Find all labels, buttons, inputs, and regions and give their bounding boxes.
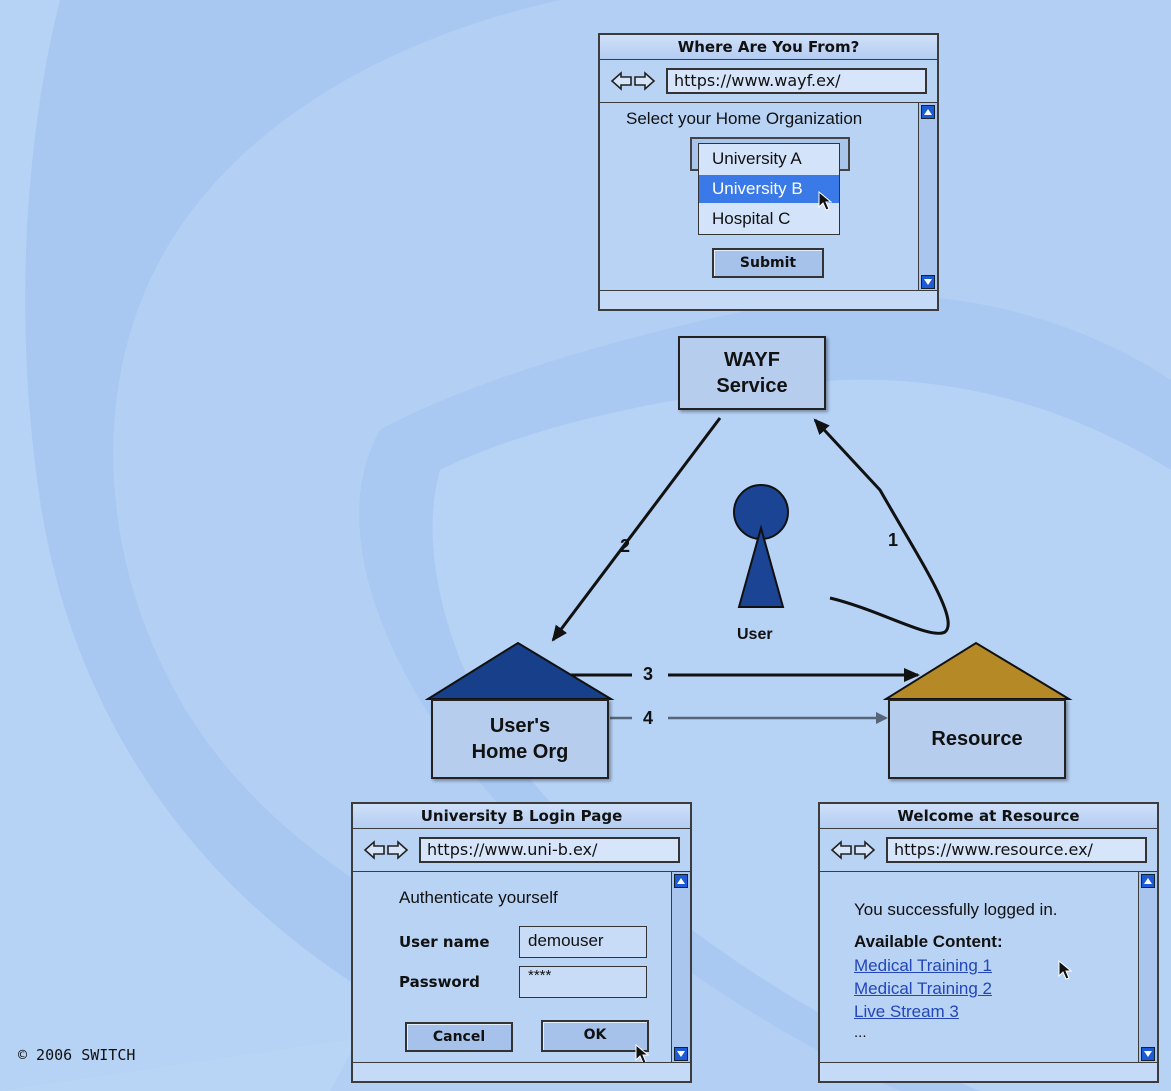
resource-scrollbar[interactable]	[1138, 872, 1157, 1063]
content-link-1[interactable]: Medical Training 1	[854, 956, 992, 975]
option-university-b: University B	[712, 179, 803, 198]
login-status-bar	[353, 1062, 690, 1081]
cancel-button[interactable]: Cancel	[405, 1022, 513, 1052]
step-label-4: 4	[643, 708, 654, 728]
home-org-prompt: Select your Home Organization	[626, 109, 863, 128]
wayf-scrollbar[interactable]	[918, 103, 937, 291]
ok-button[interactable]: OK	[541, 1020, 649, 1052]
step-label-1: 1	[888, 530, 899, 550]
content-link-3[interactable]: Live Stream 3	[854, 1002, 959, 1021]
step-label-3: 3	[643, 664, 654, 684]
wayf-browser-window: Where Are You From? https://www.wayf.ex/…	[598, 33, 939, 311]
resource-node: Resource	[888, 699, 1066, 779]
resource-roof	[883, 641, 1073, 700]
username-input[interactable]: demouser	[519, 926, 647, 958]
home-org-roof	[425, 641, 615, 700]
mouse-cursor-icon	[635, 1044, 649, 1064]
authenticate-heading: Authenticate yourself	[399, 888, 558, 907]
resource-browser-window: Welcome at Resource https://www.resource…	[818, 802, 1159, 1083]
option-university-b-highlight[interactable]: University B	[699, 175, 839, 203]
wayf-url-field[interactable]: https://www.wayf.ex/	[666, 68, 927, 94]
login-page-content: Authenticate yourself User name demouser…	[353, 872, 690, 1064]
content-link-2[interactable]: Medical Training 2	[854, 979, 992, 998]
step-label-2: 2	[620, 536, 631, 556]
option-hospital-c[interactable]: Hospital C	[712, 209, 791, 228]
scroll-up-icon[interactable]	[1141, 874, 1155, 888]
scroll-up-icon[interactable]	[674, 874, 688, 888]
option-university-a[interactable]: University A	[712, 149, 802, 168]
available-content-heading: Available Content:	[854, 932, 1003, 951]
back-forward-arrows-icon[interactable]	[363, 839, 409, 861]
username-label: User name	[399, 933, 490, 951]
arrow-step-1	[813, 418, 950, 635]
login-success-message: You successfully logged in.	[854, 900, 1058, 919]
mouse-cursor-icon	[1058, 960, 1072, 980]
submit-button[interactable]: Submit	[712, 248, 824, 278]
login-nav-bar: https://www.uni-b.ex/	[353, 829, 690, 872]
password-input[interactable]: ****	[519, 966, 647, 998]
back-forward-arrows-icon[interactable]	[610, 70, 656, 92]
scroll-down-icon[interactable]	[921, 275, 935, 289]
home-org-line-2: Home Org	[471, 741, 569, 763]
wayf-status-bar	[600, 290, 937, 309]
resource-url-field[interactable]: https://www.resource.ex/	[886, 837, 1147, 863]
login-browser-window: University B Login Page https://www.uni-…	[351, 802, 692, 1083]
wayf-window-title: Where Are You From?	[600, 35, 937, 60]
resource-node-label: Resource	[931, 728, 1023, 750]
wayf-node-line-2: Service	[716, 375, 788, 397]
home-org-line-1: User's	[489, 715, 551, 737]
arrow-step-2	[551, 417, 722, 642]
scroll-down-icon[interactable]	[1141, 1047, 1155, 1061]
resource-page-content: You successfully logged in. Available Co…	[820, 872, 1157, 1063]
copyright-notice: © 2006 SWITCH	[18, 1046, 136, 1064]
wayf-service-node: WAYF Service	[678, 336, 826, 410]
login-scrollbar[interactable]	[671, 872, 690, 1063]
resource-status-bar	[820, 1062, 1157, 1081]
mouse-cursor-icon	[818, 191, 832, 211]
password-label: Password	[399, 973, 480, 991]
back-forward-arrows-icon[interactable]	[830, 839, 876, 861]
scroll-down-icon[interactable]	[674, 1047, 688, 1061]
wayf-page-content: Select your Home Organization University…	[600, 103, 937, 291]
resource-nav-bar: https://www.resource.ex/	[820, 829, 1157, 872]
home-org-option-list[interactable]: University A University B Hospital C	[698, 143, 840, 235]
more-content-ellipsis: ...	[854, 1024, 867, 1041]
login-url-field[interactable]: https://www.uni-b.ex/	[419, 837, 680, 863]
home-org-node: User's Home Org	[431, 699, 609, 779]
wayf-nav-bar: https://www.wayf.ex/	[600, 60, 937, 103]
user-label: User	[737, 626, 773, 643]
login-window-title: University B Login Page	[353, 804, 690, 829]
resource-window-title: Welcome at Resource	[820, 804, 1157, 829]
wayf-node-line-1: WAYF	[724, 349, 780, 371]
scroll-up-icon[interactable]	[921, 105, 935, 119]
user-figure-icon	[733, 484, 789, 608]
